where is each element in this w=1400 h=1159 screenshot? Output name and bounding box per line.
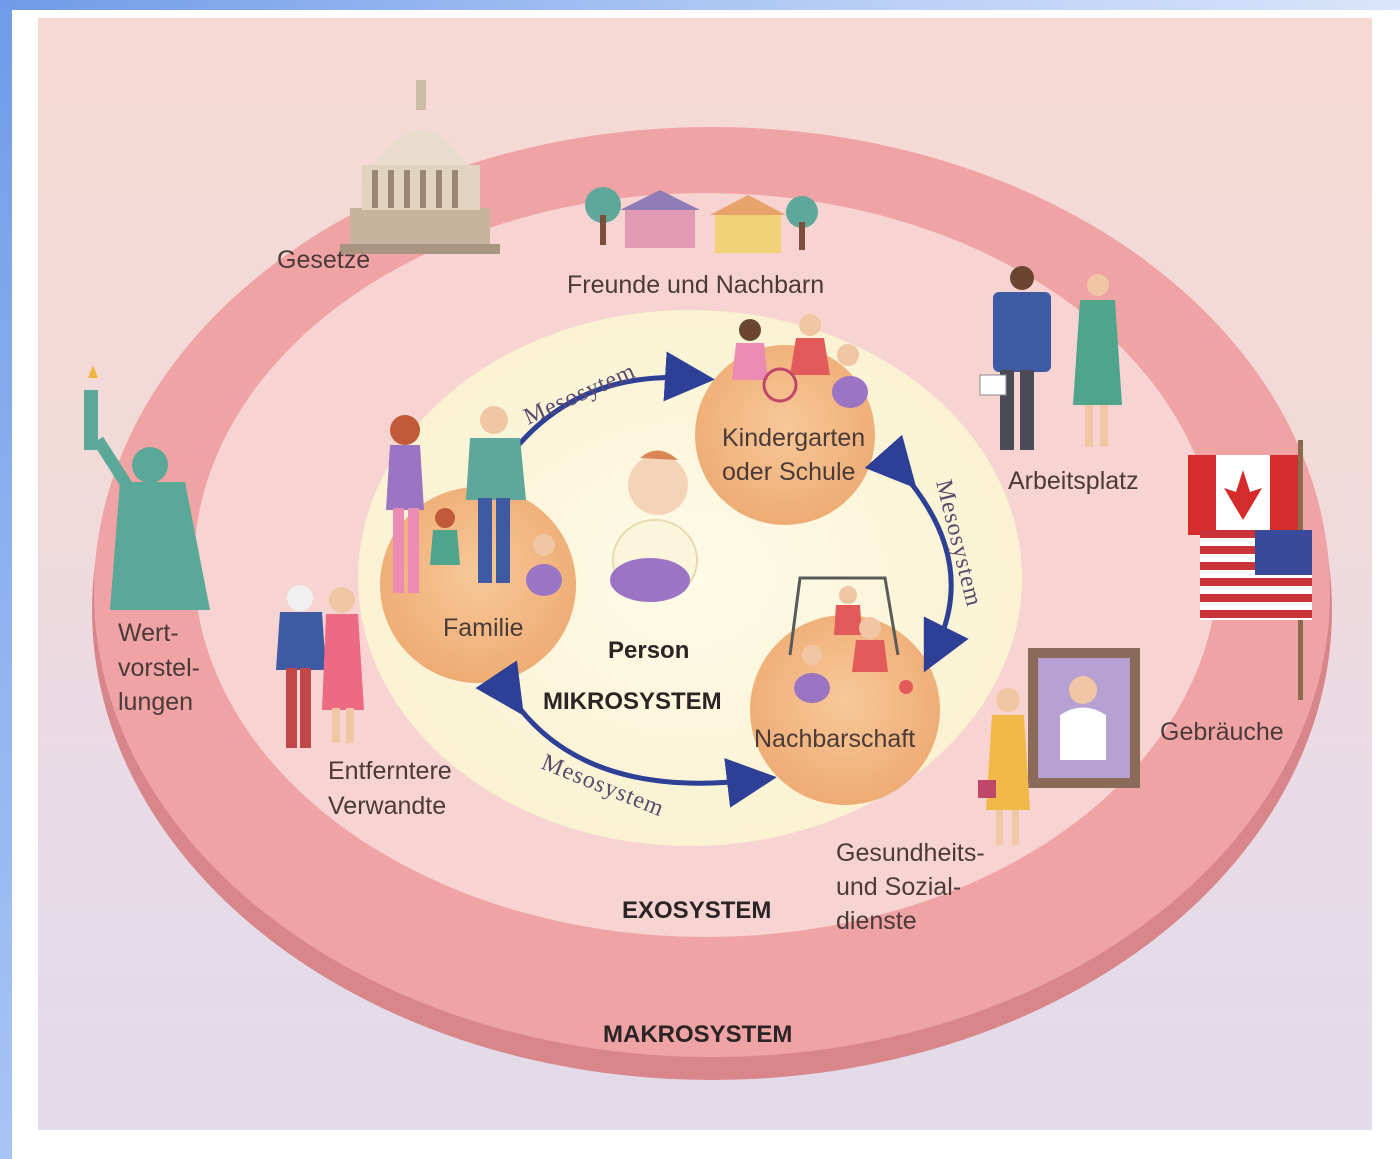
frame-left-border (0, 0, 12, 1159)
relatives-icon (276, 585, 364, 748)
business-people-icon (979, 266, 1122, 450)
node-label-kindergarten-line2: oder Schule (722, 458, 855, 486)
makro-label-werte-line2: vorstel- (118, 654, 200, 682)
houses-icon (585, 187, 818, 253)
statue-of-liberty-icon (84, 365, 210, 610)
node-familie (380, 487, 576, 683)
family-icon (386, 406, 562, 596)
exo-label-verwandte-line1: Entferntere (328, 757, 452, 785)
node-label-nachbarschaft: Nachbarschaft (754, 725, 915, 753)
node-label-kindergarten-line1: Kindergarten (722, 424, 865, 452)
baby-icon (610, 450, 698, 602)
exo-label-freunde: Freunde und Nachbarn (567, 271, 824, 299)
mikrosystem-label: MIKROSYSTEM (543, 688, 722, 715)
makro-label-werte-line1: Wert- (118, 619, 179, 647)
flags-icon (1188, 440, 1312, 700)
mesosystem-arrow-right (864, 434, 969, 673)
exo-label-verwandte-line2: Verwandte (328, 792, 446, 820)
children-icon (732, 314, 868, 408)
exo-label-gesundheit-line3: dienste (836, 907, 917, 935)
frame-top-border (0, 0, 1400, 10)
node-nachbarschaft (750, 615, 940, 805)
exosystem-label: EXOSYSTEM (622, 897, 771, 924)
mesosystem-arrow-bottom (475, 660, 777, 808)
playground-icon (788, 576, 913, 703)
woman-icon (978, 688, 1030, 845)
makro-label-werte-line3: lungen (118, 688, 193, 716)
makro-label-gesetze: Gesetze (277, 246, 370, 274)
person-label: Person (608, 637, 689, 664)
exo-label-gesundheit-line2: und Sozial- (836, 873, 961, 901)
capitol-building-icon (340, 80, 500, 254)
makro-label-gebraeuche: Gebräuche (1160, 718, 1284, 746)
node-label-familie: Familie (443, 614, 524, 642)
node-kindergarten (695, 345, 875, 525)
exo-label-gesundheit-line1: Gesundheits- (836, 839, 985, 867)
makrosystem-label: MAKROSYSTEM (603, 1021, 792, 1048)
exo-label-arbeitsplatz: Arbeitsplatz (1008, 467, 1139, 495)
portrait-icon (1028, 648, 1140, 788)
